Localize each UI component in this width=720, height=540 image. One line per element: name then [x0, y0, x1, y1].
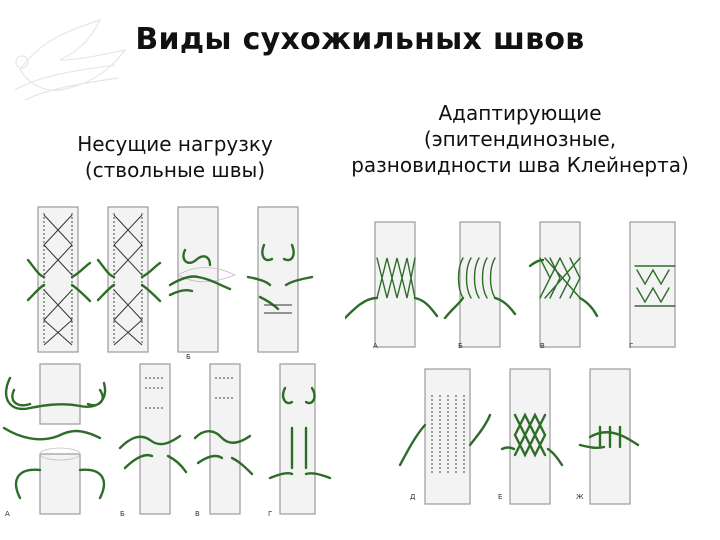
- adapting-suture-figures-top: А Б В Г: [345, 218, 715, 353]
- right-column-heading: Адаптирующие (эпитендинозные, разновидно…: [330, 100, 710, 178]
- figure-label-right-bottom-e: Е: [498, 493, 502, 501]
- figure-label-right-bottom-d: Д: [410, 493, 415, 501]
- figure-label-right-top-a: А: [373, 342, 378, 350]
- load-bearing-suture-drawing-top: [20, 205, 340, 355]
- figure-label-right-top-b: Б: [458, 342, 463, 350]
- adapting-suture-drawing-top: [345, 218, 715, 353]
- load-bearing-suture-figures-top: Б: [20, 205, 340, 355]
- figure-label-left-bottom-a: А: [5, 510, 10, 518]
- figure-label-right-bottom-zh: Ж: [576, 493, 584, 501]
- figure-label-left-bottom-b: Б: [120, 510, 125, 518]
- dove-watermark-logo: [0, 0, 150, 120]
- left-heading-line1: Несущие нагрузку: [40, 131, 310, 157]
- right-heading-line3: разновидности шва Клейнерта): [330, 152, 710, 178]
- right-heading-line2: (эпитендинозные,: [330, 126, 710, 152]
- right-heading-line1: Адаптирующие: [330, 100, 710, 126]
- adapting-suture-drawing-bottom: [390, 365, 640, 510]
- left-column-heading: Несущие нагрузку (ствольные швы): [40, 131, 310, 183]
- load-bearing-suture-figures-bottom: А Б В Г: [0, 358, 340, 523]
- adapting-suture-figures-bottom: Д Е Ж: [390, 365, 640, 510]
- left-heading-line2: (ствольные швы): [40, 157, 310, 183]
- figure-label-left-bottom-g: Г: [268, 510, 272, 518]
- figure-label-left-bottom-v: В: [195, 510, 200, 518]
- figure-label-right-top-g: Г: [629, 342, 633, 350]
- figure-label-right-top-v: В: [540, 342, 545, 350]
- slide-title: Виды сухожильных швов: [120, 22, 600, 57]
- load-bearing-suture-drawing-bottom: [0, 358, 340, 523]
